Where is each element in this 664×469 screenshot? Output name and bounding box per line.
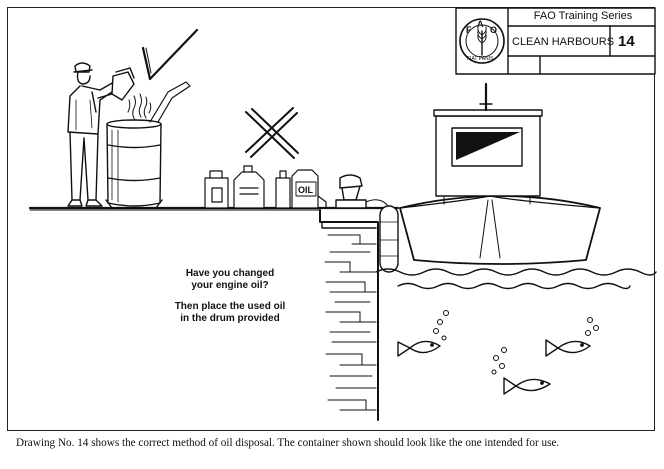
bubbles [433, 310, 599, 375]
boat-fender [379, 205, 399, 273]
boat [399, 82, 601, 265]
series-label: FAO Training Series [533, 10, 633, 22]
sheet-number: 14 [618, 33, 635, 50]
question-line-1: Have you changed [185, 268, 275, 279]
sheet-title: CLEAN HARBOURS [512, 36, 615, 48]
x-mark-icon [245, 107, 299, 159]
question-text: Have you changed your engine oil? [150, 268, 310, 292]
oil-can-label: OIL [298, 185, 314, 195]
figure-caption: Drawing No. 14 shows the correct method … [16, 437, 560, 449]
question-line-2: your engine oil? [191, 280, 269, 291]
fish-bottom [503, 377, 551, 395]
quay-wall [319, 209, 379, 421]
instruction-line-1: Then place the used oil [174, 301, 286, 312]
instruction-line-2: in the drum provided [180, 313, 280, 324]
header-box [455, 7, 656, 75]
logo-letter-f: F [466, 25, 472, 35]
checkmark-icon [141, 28, 199, 81]
logo-letter-a: A [477, 19, 484, 29]
oil-containers [204, 165, 327, 209]
oil-pour [127, 93, 152, 121]
logo-motto: FIAT PANIS [467, 56, 494, 62]
worker-figure [67, 62, 135, 207]
logo-letter-o: O [490, 25, 497, 35]
instruction-text: Then place the used oil in the drum prov… [150, 301, 310, 325]
fao-logo: F A O FIAT PANIS [459, 18, 505, 64]
oil-drum [105, 81, 191, 209]
water-waves [375, 268, 657, 290]
bollard [335, 174, 389, 209]
fish-left [397, 340, 441, 357]
fish-right [545, 339, 591, 357]
